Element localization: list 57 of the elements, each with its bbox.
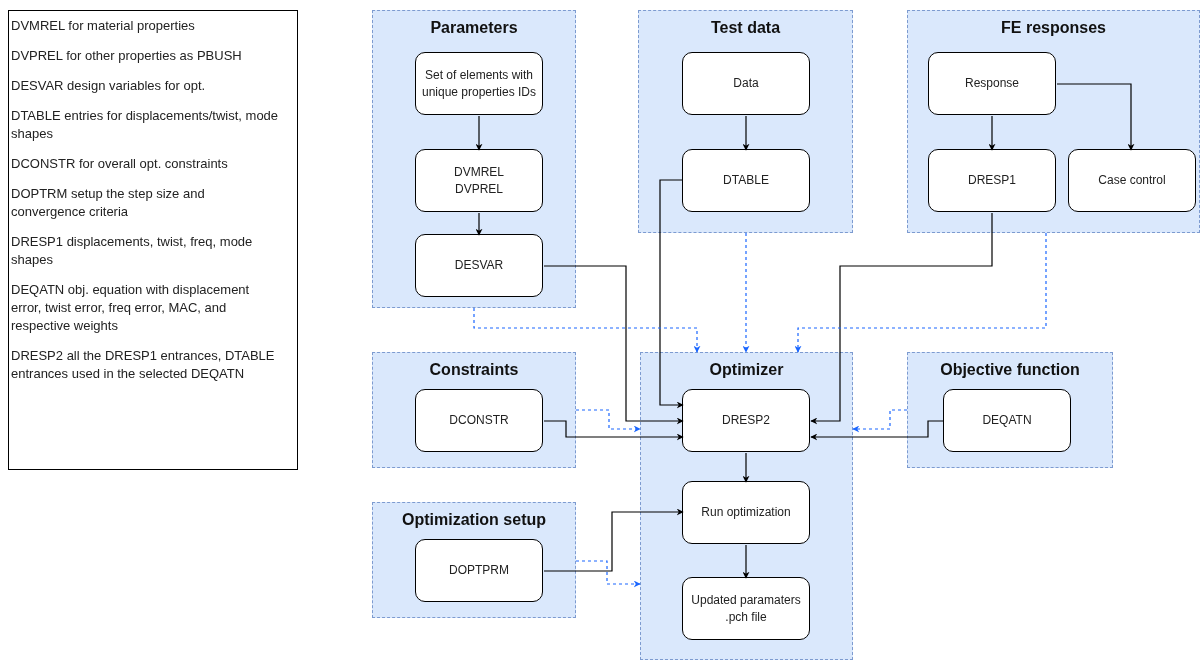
arrow bbox=[543, 420, 684, 441]
note-text: DRESP1 displacements, twist, freq, mode shapes bbox=[11, 233, 254, 269]
note-text: DRESP2 all the DRESP1 entrances, DTABLE entrances used in the selected DEQATN bbox=[11, 347, 276, 383]
arrow bbox=[810, 420, 945, 441]
group-title: Constraints bbox=[428, 361, 520, 379]
process-box: Set of elements with unique properties IDs bbox=[415, 52, 543, 115]
arrow bbox=[742, 544, 750, 579]
group-panel bbox=[372, 502, 576, 618]
arrow bbox=[575, 560, 641, 588]
arrow bbox=[1056, 83, 1135, 151]
note-text: DEQATN obj. equation with displacement error, twist error, freq error, MAC, and respective weights bbox=[11, 281, 251, 335]
process-box: DVMREL DVPREL bbox=[415, 149, 543, 212]
process-box: DESVAR bbox=[415, 234, 543, 297]
process-box: Updated paramaters .pch file bbox=[682, 577, 810, 640]
process-box: DRESP2 bbox=[682, 389, 810, 452]
group-panel bbox=[638, 10, 853, 233]
group-panel bbox=[907, 352, 1113, 468]
arrow bbox=[473, 307, 701, 353]
process-box: DCONSTR bbox=[415, 389, 543, 452]
group-title: Objective function bbox=[939, 361, 1081, 379]
process-box: DTABLE bbox=[682, 149, 810, 212]
note-text: DESVAR design variables for opt. bbox=[11, 77, 207, 95]
arrow bbox=[742, 452, 750, 483]
note-text: DVPREL for other properties as PBUSH bbox=[11, 47, 243, 65]
arrow bbox=[742, 232, 750, 353]
note-text: DTABLE entries for displacements/twist, mode shapes bbox=[11, 107, 280, 143]
arrow bbox=[810, 212, 993, 425]
process-box: DEQATN bbox=[943, 389, 1071, 452]
group-panel bbox=[372, 352, 576, 468]
group-title: Parameters bbox=[429, 19, 519, 37]
notes-panel bbox=[8, 10, 298, 470]
group-title: Optimization setup bbox=[401, 511, 547, 529]
note-text: DOPTRM setup the step size and convergence criteria bbox=[11, 185, 206, 221]
process-box: Response bbox=[928, 52, 1056, 115]
arrow bbox=[475, 115, 483, 151]
arrow bbox=[575, 409, 641, 433]
group-title: Test data bbox=[709, 19, 782, 37]
note-text: DVMREL for material properties bbox=[11, 17, 196, 35]
arrow bbox=[988, 115, 996, 151]
arrow bbox=[852, 409, 908, 433]
arrow bbox=[659, 179, 684, 409]
process-box: DOPTPRM bbox=[415, 539, 543, 602]
arrow bbox=[543, 265, 684, 425]
group-panel bbox=[907, 10, 1200, 233]
arrow bbox=[794, 232, 1047, 353]
process-box: Case control bbox=[1068, 149, 1196, 212]
note-text: DCONSTR for overall opt. constraints bbox=[11, 155, 229, 173]
process-box: Data bbox=[682, 52, 810, 115]
group-panel bbox=[640, 352, 853, 660]
process-box: Run optimization bbox=[682, 481, 810, 544]
process-box: DRESP1 bbox=[928, 149, 1056, 212]
group-panel bbox=[372, 10, 576, 308]
group-title: Optimizer bbox=[708, 361, 785, 379]
group-title: FE responses bbox=[1000, 19, 1107, 37]
arrow bbox=[475, 212, 483, 236]
arrow bbox=[742, 115, 750, 151]
arrow bbox=[543, 508, 684, 572]
